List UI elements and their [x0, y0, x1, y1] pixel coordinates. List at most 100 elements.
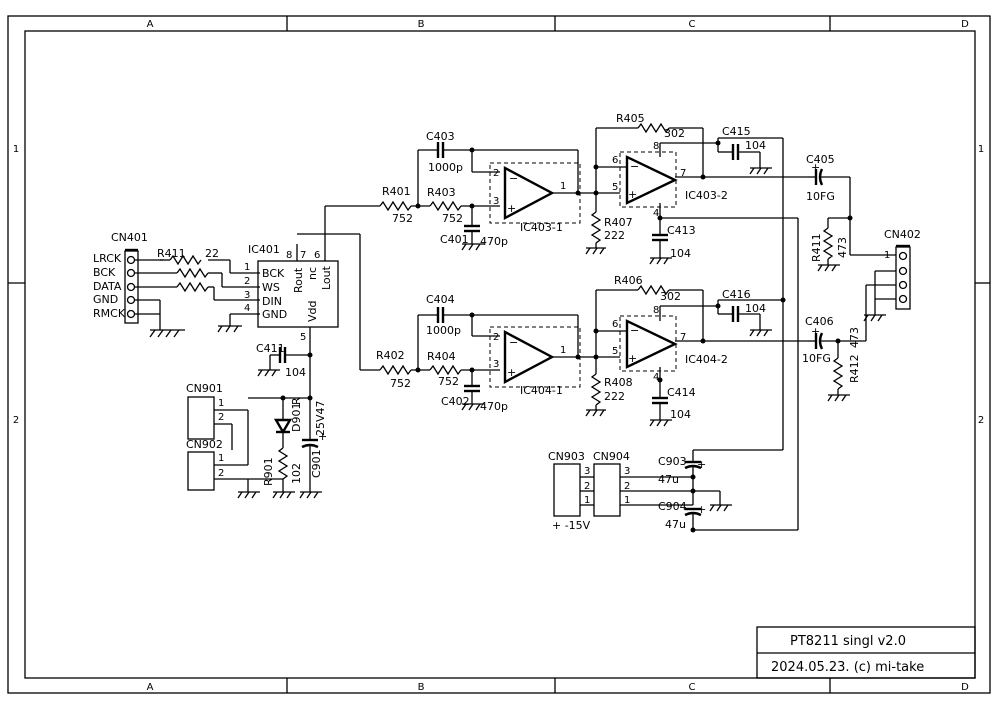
ic404-2-pin7: 7	[680, 332, 686, 343]
zone-label-right-2: 2	[978, 415, 984, 426]
r401-ref: R401	[382, 185, 411, 198]
ic404-1-pin1: 1	[560, 345, 566, 356]
vdd-regulator-parts: D901 R R901 102 + C901 25V47	[248, 395, 327, 499]
r404-ref: R404	[427, 350, 456, 363]
c414-ref: C414	[667, 386, 696, 399]
cn902-ref: CN902	[186, 438, 223, 451]
cn902-pin1-num: 1	[218, 453, 224, 464]
zone-label-left-1: 1	[13, 144, 19, 155]
svg-text:+: +	[811, 325, 820, 338]
c413-ref: C413	[667, 224, 696, 237]
r412-ref: R412	[848, 354, 861, 383]
c415-ref: C415	[722, 125, 751, 138]
zone-label-top-b: B	[418, 19, 425, 30]
r411b-value: 473	[836, 237, 849, 258]
cn401-pin-bck: BCK	[93, 266, 116, 279]
svg-text:+: +	[628, 188, 637, 201]
cn903-pin2-num: 2	[584, 481, 590, 492]
cn903-supply-label: + -15V	[552, 519, 591, 532]
ic403-1-pin1: 1	[560, 181, 566, 192]
r408-value: 222	[604, 390, 625, 403]
cn904-ref: CN904	[593, 450, 630, 463]
c904-ref: C904	[658, 500, 687, 513]
ic401-output-wires	[297, 205, 380, 371]
cn401-ref: CN401	[111, 231, 148, 244]
c903-ref: C903	[658, 455, 687, 468]
d901-ref: D901	[290, 403, 303, 432]
c413-value: 104	[670, 247, 691, 260]
c403-ref: C403	[426, 130, 455, 143]
c901-value: 25V47	[314, 400, 327, 436]
ic404-2-ref: IC404-2	[685, 353, 728, 366]
zone-label-top-c: C	[689, 19, 696, 30]
r901-ref: R901	[262, 457, 275, 486]
gnd-symbol-ic401	[217, 325, 242, 333]
ic401-pin2-num: 2	[244, 276, 250, 287]
ic401-pin8-num: 8	[286, 250, 292, 261]
cn401-pin-gnd: GND	[93, 293, 118, 306]
cn902-connector: CN902 1 2	[186, 410, 283, 499]
power-rails	[693, 138, 799, 531]
ic401-pin4-num: 4	[244, 303, 250, 314]
c401-value: 470p	[480, 235, 508, 248]
lower-channel: R402 752 R404 752 C402 470p C404 1000p −…	[376, 274, 896, 427]
r405-value: 302	[664, 127, 685, 140]
cn901-connector: CN901 1 2	[186, 382, 248, 450]
r405-ref: R405	[616, 112, 645, 125]
c402-value: 470p	[480, 400, 508, 413]
r901-value: 102	[290, 463, 303, 484]
ic401-pin8-name: Rout	[292, 267, 305, 293]
c403-value: 1000p	[428, 161, 463, 174]
cn401-pin-rmck: RMCK	[93, 307, 126, 320]
r403-value: 752	[442, 212, 463, 225]
c414-value: 104	[670, 408, 691, 421]
r406-ref: R406	[614, 274, 643, 287]
cn904-connector: CN904 3 2 1	[580, 450, 720, 517]
svg-text:−: −	[630, 160, 639, 173]
upper-channel: R401 752 R403 752 C401 470p C403 1000p −…	[379, 112, 896, 272]
ic401-dac: IC401 1 2 3 4 BCK WS DIN GND 8 7 6 Rout …	[244, 234, 339, 355]
gnd-symbol-cn401	[149, 329, 185, 338]
svg-text:−: −	[630, 324, 639, 337]
svg-text:+: +	[318, 430, 327, 443]
ic401-pin4-name: GND	[262, 308, 287, 321]
r408-ref: R408	[604, 376, 633, 389]
ic401-pin2-name: WS	[262, 281, 280, 294]
ic401-pin7-num: 7	[300, 250, 306, 261]
r412-value: 473	[848, 327, 861, 348]
ic403-1-pin3: 3	[493, 196, 499, 207]
sheet-frame	[7, 15, 991, 694]
zone-label-bottom-d: D	[961, 682, 969, 693]
c411-value: 104	[285, 366, 306, 379]
cn401-pin-data: DATA	[93, 280, 122, 293]
ic403-2-pin4: 4	[653, 208, 659, 219]
cn904-pin1-num: 1	[624, 495, 630, 506]
c903-value: 47u	[658, 473, 679, 486]
cn901-pin2-num: 2	[218, 412, 224, 423]
ic401-pin6-name: Lout	[320, 265, 333, 290]
ic404-2-pin5: 5	[612, 346, 618, 357]
r401-value: 752	[392, 212, 413, 225]
cn902-pin2-num: 2	[218, 468, 224, 479]
date-author-text: 2024.05.23. (c) mi-take	[771, 660, 924, 675]
c416-value: 104	[745, 302, 766, 315]
svg-text:−: −	[509, 172, 518, 185]
cn904-pin2-num: 2	[624, 481, 630, 492]
zone-label-top-a: A	[147, 19, 154, 30]
ic403-2-ref: IC403-2	[685, 189, 728, 202]
svg-text:−: −	[509, 336, 518, 349]
cn401-connector: CN401 LRCK BCK DATA GND RMCK	[93, 231, 148, 324]
c402-ref: C402	[441, 395, 470, 408]
ic404-2-pin4: 4	[653, 372, 659, 383]
c416-ref: C416	[722, 288, 751, 301]
cn402-pin1-num: 1	[884, 250, 890, 261]
cn401-pin-lrck: LRCK	[93, 252, 122, 265]
r407-ref: R407	[604, 216, 633, 229]
cn903-pin3-num: 3	[584, 466, 590, 477]
r411a-value: 22	[205, 247, 219, 260]
supply-decoupling: + C903 47u + C904 47u	[658, 450, 732, 533]
svg-text:+: +	[697, 458, 706, 471]
r411b-ref: R411	[810, 233, 823, 262]
r402-ref: R402	[376, 349, 405, 362]
